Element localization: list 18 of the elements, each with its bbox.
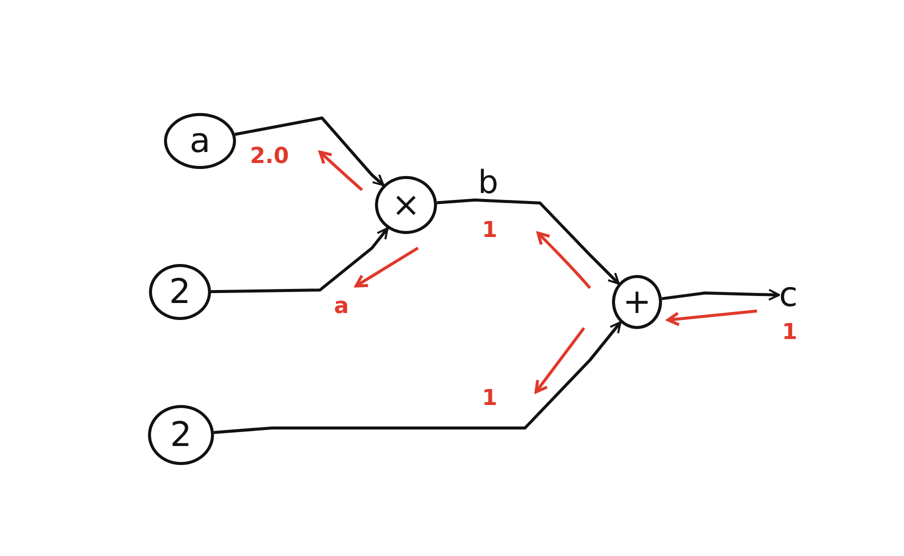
arrow (210, 227, 389, 294)
arrow (662, 288, 780, 301)
node-label: × (392, 188, 420, 222)
node-label: a (190, 124, 210, 158)
arrow (234, 116, 384, 186)
gradient-value: a (334, 296, 349, 318)
arrow (214, 321, 622, 434)
operation-circle (375, 176, 437, 234)
output-variable: c (779, 275, 807, 315)
node-label: + (622, 285, 652, 319)
arrow (436, 198, 620, 285)
node-label: 2 (169, 275, 191, 309)
gradient-value: 2.0 (250, 146, 289, 168)
node-label: 2 (170, 418, 192, 452)
operation-circle (612, 275, 662, 329)
gradient-value: 1 (782, 322, 798, 344)
gradient-value: 1 (482, 388, 498, 410)
gradient-value: 1 (482, 220, 498, 242)
